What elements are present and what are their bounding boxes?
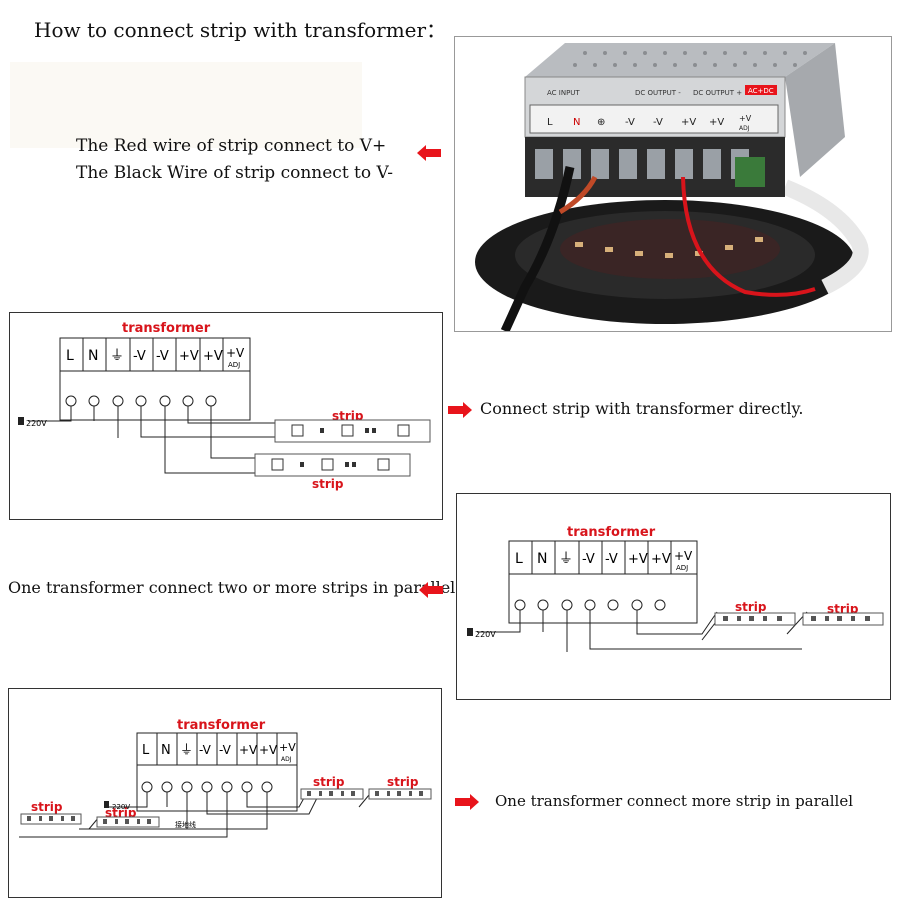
strip-label-2: strip [312,477,344,491]
terminal-l: L [142,743,150,758]
transformer-label: transformer [567,525,656,540]
diagram-direct: transformer L N ⏚ -V -V +V +V +V ADJ [9,312,443,520]
terminal-minus-v1: -V [199,743,212,757]
transformer-label: transformer [122,321,211,336]
strip-label-4: strip [387,775,419,789]
terminal-ground: ⏚ [110,348,124,364]
ac-input-label: AC INPUT [547,89,580,97]
terminal-plus-v3: +V [674,549,693,563]
terminal-plus-v3: +V [226,346,245,360]
terminal-plus-v1: +V [179,349,199,364]
arrow-left-icon [417,145,441,161]
terminal-minus-v1: -V [133,349,146,364]
acdc-badge: AC+DC [748,87,774,95]
ground-wire-label: 接地线 [175,820,196,829]
terminal-minus-v2: -V [156,349,169,364]
terminal-n: N [537,551,547,567]
page-title: How to connect strip with transformer： [34,18,447,42]
photo-adj: ADJ [739,125,750,132]
blank-panel [10,62,362,148]
adj-label: ADJ [281,756,292,763]
caption-parallel-two: One transformer connect two or more stri… [8,578,456,597]
photo-terminal-0: L [547,117,553,128]
terminal-l: L [66,348,74,364]
arrow-left-icon [419,582,443,598]
terminal-ground: ⏚ [559,551,573,567]
terminal-plus-v2: +V [259,743,278,757]
terminal-plus-v2: +V [203,349,223,364]
voltage-label: 220V [26,419,47,428]
dc-output-plus-label: DC OUTPUT + [693,89,742,97]
photo-terminal-2: ⊕ [597,117,605,128]
terminal-plus-v2: +V [651,552,671,567]
terminal-plus-v1: +V [628,552,648,567]
photo-terminal-5: +V [681,117,696,128]
voltage-label: 220V [112,803,130,811]
instruction-red-wire: The Red wire of strip connect to V+ [76,136,387,156]
diagram-parallel-two: transformer L N ⏚ -V -V +V +V +V ADJ [456,493,891,700]
diagram-parallel-more: transformer L N ⏚ -V -V +V +V +V ADJ [8,688,442,898]
terminal-n: N [88,348,98,364]
terminal-n: N [161,743,171,758]
caption-parallel-more: One transformer connect more strip in pa… [495,792,854,810]
terminal-minus-v2: -V [605,552,618,567]
adj-label: ADJ [228,361,240,369]
photo-terminal-1: N [573,117,580,128]
caption-direct: Connect strip with transformer directly. [480,399,804,418]
arrow-right-icon [455,794,479,810]
terminal-l: L [515,551,523,567]
photo-terminal-4: -V [653,117,663,128]
voltage-label: 220V [475,630,496,639]
strip-label-1: strip [735,600,767,614]
adj-label: ADJ [676,564,688,572]
transformer-label: transformer [177,718,266,733]
terminal-minus-v2: -V [219,743,232,757]
terminal-plus-v3: +V [279,741,296,754]
instruction-black-wire: The Black Wire of strip connect to V- [76,163,393,183]
arrow-right-icon [448,402,472,418]
photo-terminal-3: -V [625,117,635,128]
terminal-plus-v1: +V [239,743,258,757]
photo-terminal-7: +V [739,114,752,123]
dc-output-minus-label: DC OUTPUT - [635,89,681,97]
transformer-photo: AC INPUT DC OUTPUT - DC OUTPUT + AC+DC L… [454,36,892,332]
strip-label-3: strip [313,775,345,789]
terminal-ground: ⏚ [180,743,193,758]
strip-label-1: strip [31,800,63,814]
photo-terminal-6: +V [709,117,724,128]
terminal-minus-v1: -V [582,552,595,567]
